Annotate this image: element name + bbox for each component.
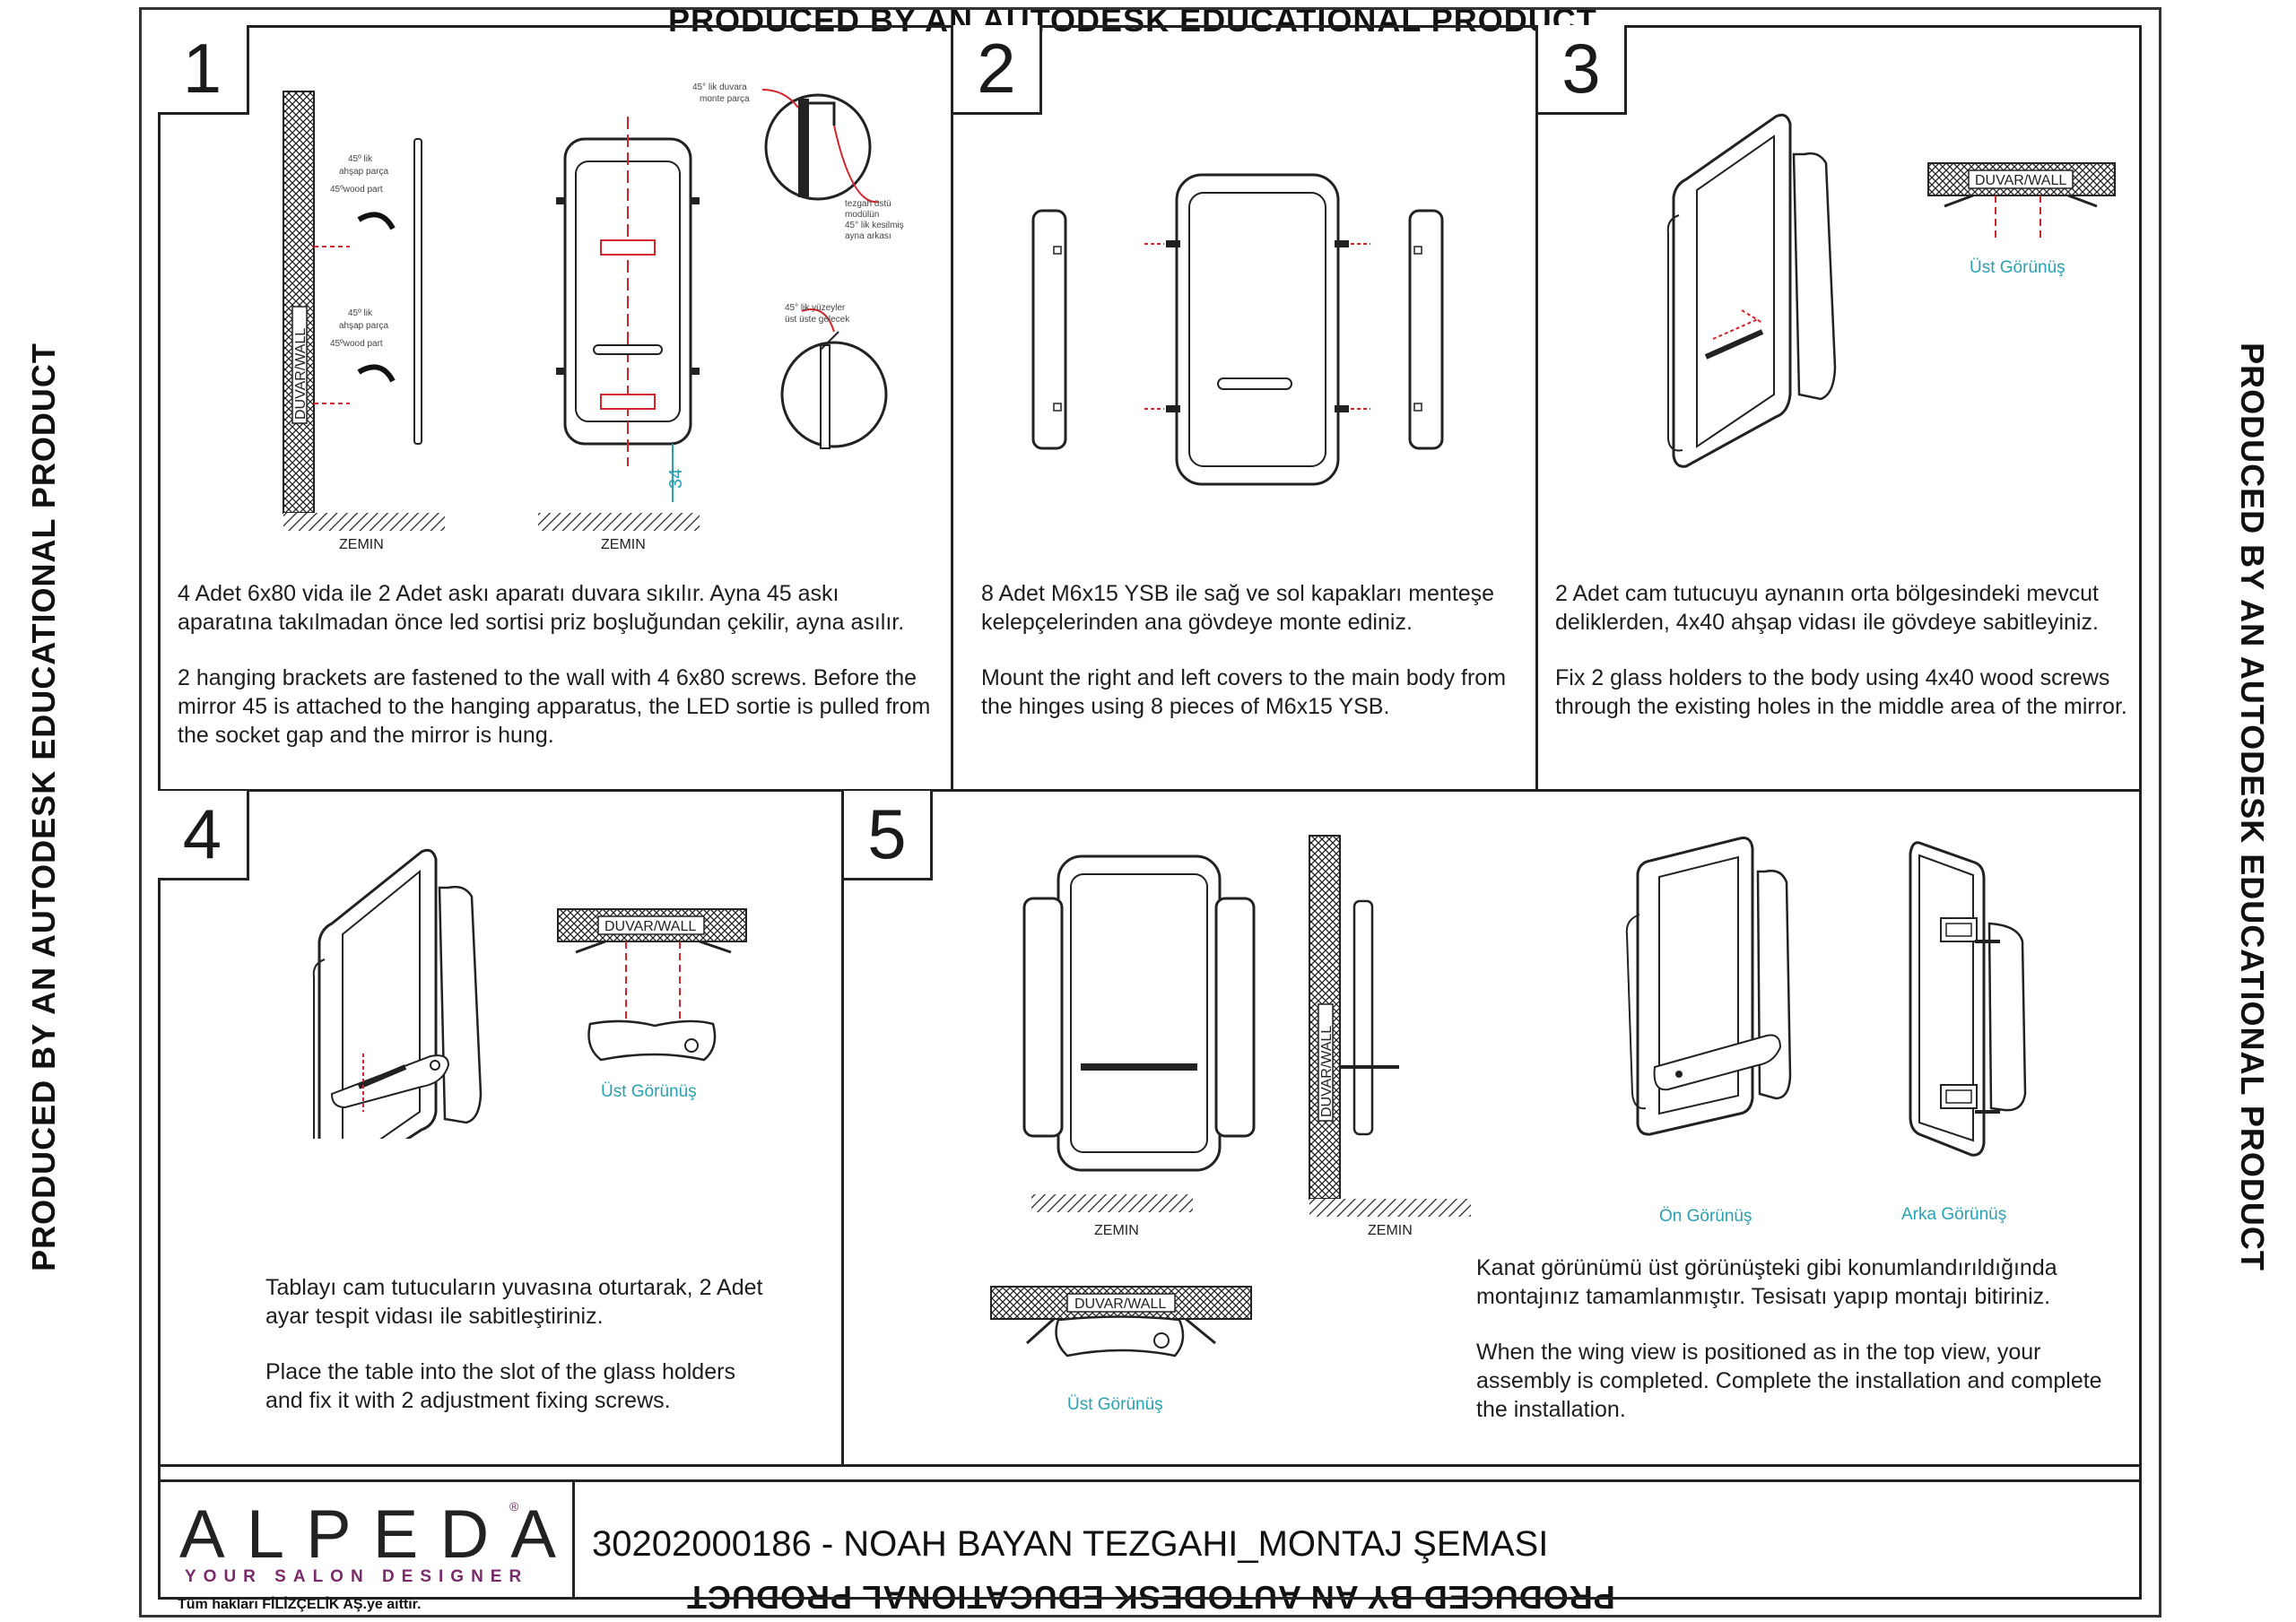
title-block: [158, 1479, 2142, 1600]
step-number-2: 2: [951, 25, 1042, 115]
svg-text:Üst Görünüş: Üst Görünüş: [601, 1082, 697, 1101]
svg-text:34: 34: [666, 469, 686, 489]
step-2-caption: 8 Adet M6x15 YSB ile sağ ve sol kapaklar…: [981, 579, 1528, 748]
step-number-3: 3: [1535, 25, 1627, 115]
step-number-5: 5: [841, 791, 933, 880]
body-bottom-line: [158, 1464, 2142, 1467]
step-4-text-tr: Tablayı cam tutucuların yuvasına oturtar…: [265, 1275, 763, 1329]
step-2-text-tr: 8 Adet M6x15 YSB ile sağ ve sol kapaklar…: [981, 581, 1495, 635]
step-1-text-en: 2 hanging brackets are fastened to the w…: [178, 665, 931, 748]
step-5-drawing: ZEMIN DUVAR/WALL ZEMIN DUVAR/WALL Üst Gö…: [990, 835, 2027, 1414]
step-1-text-tr: 4 Adet 6x80 vida ile 2 Adet askı aparatı…: [178, 581, 905, 635]
watermark-right: PRODUCED BY AN AUTODESK EDUCATIONAL PROD…: [2234, 343, 2271, 1271]
step-4-caption: Tablayı cam tutucuların yuvasına oturtar…: [265, 1273, 768, 1442]
svg-text:45º lik: 45º lik: [348, 308, 373, 318]
step-1-drawing: DUVAR/WALL ZEMIN 45º lik ahşap parça 45º…: [283, 82, 904, 552]
svg-text:Arka Görünüş: Arka Görünüş: [1901, 1205, 2006, 1224]
step-number-4: 4: [158, 791, 249, 880]
svg-text:45º lik: 45º lik: [348, 154, 373, 164]
svg-text:ZEMIN: ZEMIN: [1094, 1223, 1139, 1238]
step-3-text-tr: 2 Adet cam tutucuyu aynanın orta bölgesi…: [1555, 581, 2099, 635]
svg-text:45ºwood part: 45ºwood part: [330, 339, 383, 349]
step-5-caption: Kanat görünümü üst görünüşteki gibi konu…: [1476, 1253, 2131, 1451]
watermark-left: PRODUCED BY AN AUTODESK EDUCATIONAL PROD…: [25, 343, 62, 1271]
title-block-divider: [572, 1481, 575, 1600]
svg-text:tezgah üstü: tezgah üstü: [845, 199, 891, 209]
svg-text:ayna arkası: ayna arkası: [845, 231, 891, 241]
zemin-label: ZEMIN: [339, 537, 384, 552]
row-divider: [158, 789, 2142, 792]
svg-text:Üst Görünüş: Üst Görünüş: [1970, 258, 2066, 277]
registered-mark: ®: [509, 1499, 519, 1514]
step-2-text-en: Mount the right and left covers to the m…: [981, 665, 1507, 719]
step-2-drawing: [1031, 173, 1444, 486]
svg-text:DUVAR/WALL: DUVAR/WALL: [1975, 173, 2066, 188]
step-number-1: 1: [158, 25, 249, 115]
step-3-caption: 2 Adet cam tutucuyu aynanın orta bölgesi…: [1555, 579, 2129, 748]
document-title: 30202000186 - NOAH BAYAN TEZGAHI_MONTAJ …: [592, 1524, 1549, 1564]
col-divider-1-2: [951, 25, 953, 790]
svg-text:üst üste gelecek: üst üste gelecek: [785, 315, 850, 325]
svg-text:ahşap parça: ahşap parça: [339, 321, 388, 331]
copyright-note: Tüm hakları FİLİZÇELİK AŞ.ye aittir.: [178, 1597, 422, 1612]
svg-text:Ön Görünüş: Ön Görünüş: [1659, 1207, 1752, 1226]
svg-text:45° lik duvara: 45° lik duvara: [692, 82, 747, 92]
svg-text:modülün: modülün: [845, 210, 879, 220]
step-5-text-tr: Kanat görünümü üst görünüşteki gibi konu…: [1476, 1255, 2057, 1309]
svg-text:ahşap parça: ahşap parça: [339, 167, 388, 177]
step-4-text-en: Place the table into the slot of the gla…: [265, 1359, 735, 1413]
svg-text:ZEMIN: ZEMIN: [1368, 1223, 1413, 1238]
step-4-drawing: DUVAR/WALL Üst Görünüş: [312, 848, 747, 1139]
step-3-drawing: DUVAR/WALL Üst Görünüş: [1666, 113, 2116, 468]
step-5-text-en: When the wing view is positioned as in t…: [1476, 1340, 2102, 1422]
sheet-outer-border: [139, 7, 2161, 1618]
alpeda-logo: ALPEDA: [179, 1496, 578, 1573]
logo-tagline: YOUR SALON DESIGNER: [185, 1567, 529, 1586]
svg-text:DUVAR/WALL: DUVAR/WALL: [1074, 1297, 1166, 1312]
step-3-text-en: Fix 2 glass holders to the body using 4x…: [1555, 665, 2127, 719]
col-divider-2-3: [1535, 25, 1538, 790]
duvar-wall-label: DUVAR/WALL: [293, 328, 309, 420]
step-1-caption: 4 Adet 6x80 vida ile 2 Adet askı aparatı…: [178, 579, 940, 776]
svg-text:DUVAR/WALL: DUVAR/WALL: [1319, 1026, 1335, 1117]
svg-text:45ºwood part: 45ºwood part: [330, 185, 383, 195]
svg-text:monte parça: monte parça: [700, 94, 750, 104]
svg-text:Üst Görünüş: Üst Görünüş: [1067, 1395, 1163, 1414]
svg-text:ZEMIN: ZEMIN: [601, 537, 646, 552]
svg-text:45° lik kesilmiş: 45° lik kesilmiş: [845, 221, 904, 230]
col-divider-4-5: [841, 789, 844, 1466]
svg-text:45° lik yüzeyler: 45° lik yüzeyler: [785, 303, 846, 313]
svg-text:DUVAR/WALL: DUVAR/WALL: [604, 919, 696, 934]
